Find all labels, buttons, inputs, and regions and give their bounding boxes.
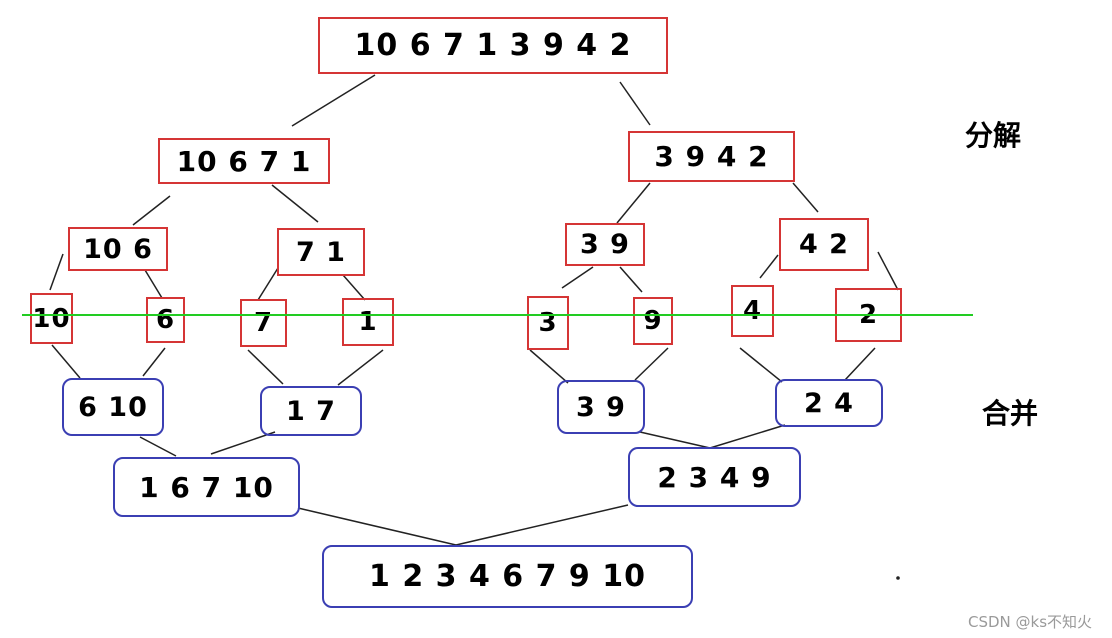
split-box-4-2: 4 2 (779, 218, 869, 271)
connector-line (792, 182, 819, 213)
connector-line (142, 347, 166, 377)
merge-box-right: 2 3 4 9 (628, 447, 801, 507)
split-box-root: 10 6 7 1 3 9 4 2 (318, 17, 668, 74)
connector-line (49, 253, 64, 291)
connector-line (139, 436, 177, 457)
connector-line (639, 431, 711, 449)
connector-line (619, 81, 651, 126)
merge-box-2-4: 2 4 (775, 379, 883, 427)
connector-line (337, 349, 384, 386)
connector-line (877, 251, 899, 291)
connector-line (132, 195, 171, 226)
connector-line (616, 182, 651, 224)
leaf-box-9: 9 (633, 297, 673, 345)
connector-line (709, 424, 786, 449)
connector-line (291, 74, 376, 127)
connector-line (634, 347, 669, 381)
split-box-3-9: 3 9 (565, 223, 645, 266)
connector-line (561, 266, 594, 289)
connector-line (297, 507, 457, 546)
connector-line (51, 344, 81, 379)
split-box-right: 3 9 4 2 (628, 131, 795, 182)
connector-line (144, 269, 163, 299)
stray-dot (896, 576, 900, 580)
connector-line (210, 431, 276, 455)
split-box-left: 10 6 7 1 (158, 138, 330, 184)
connector-line (619, 266, 643, 293)
merge-box-3-9: 3 9 (557, 380, 645, 434)
merge-box-1-7: 1 7 (260, 386, 362, 436)
split-box-7-1: 7 1 (277, 228, 365, 276)
connector-line (844, 347, 876, 381)
label-merge: 合并 (982, 397, 1039, 430)
connector-line (529, 349, 569, 384)
connector-line (257, 267, 279, 301)
connector-line (271, 184, 319, 223)
connector-line (759, 254, 779, 279)
merge-box-left: 1 6 7 10 (113, 457, 300, 517)
connector-line (739, 347, 783, 383)
merge-box-6-10: 6 10 (62, 378, 164, 436)
watermark-text: CSDN @ks不知火 (968, 613, 1093, 631)
connector-line (342, 274, 366, 301)
leaf-box-6: 6 (146, 297, 185, 343)
connector-line (247, 349, 284, 385)
split-box-10-6: 10 6 (68, 227, 168, 271)
leaf-box-4: 4 (731, 285, 774, 337)
merge-box-final: 1 2 3 4 6 7 9 10 (322, 545, 693, 608)
label-decompose: 分解 (965, 119, 1022, 152)
connector-line (455, 504, 629, 546)
leaf-box-10: 10 (30, 293, 73, 344)
